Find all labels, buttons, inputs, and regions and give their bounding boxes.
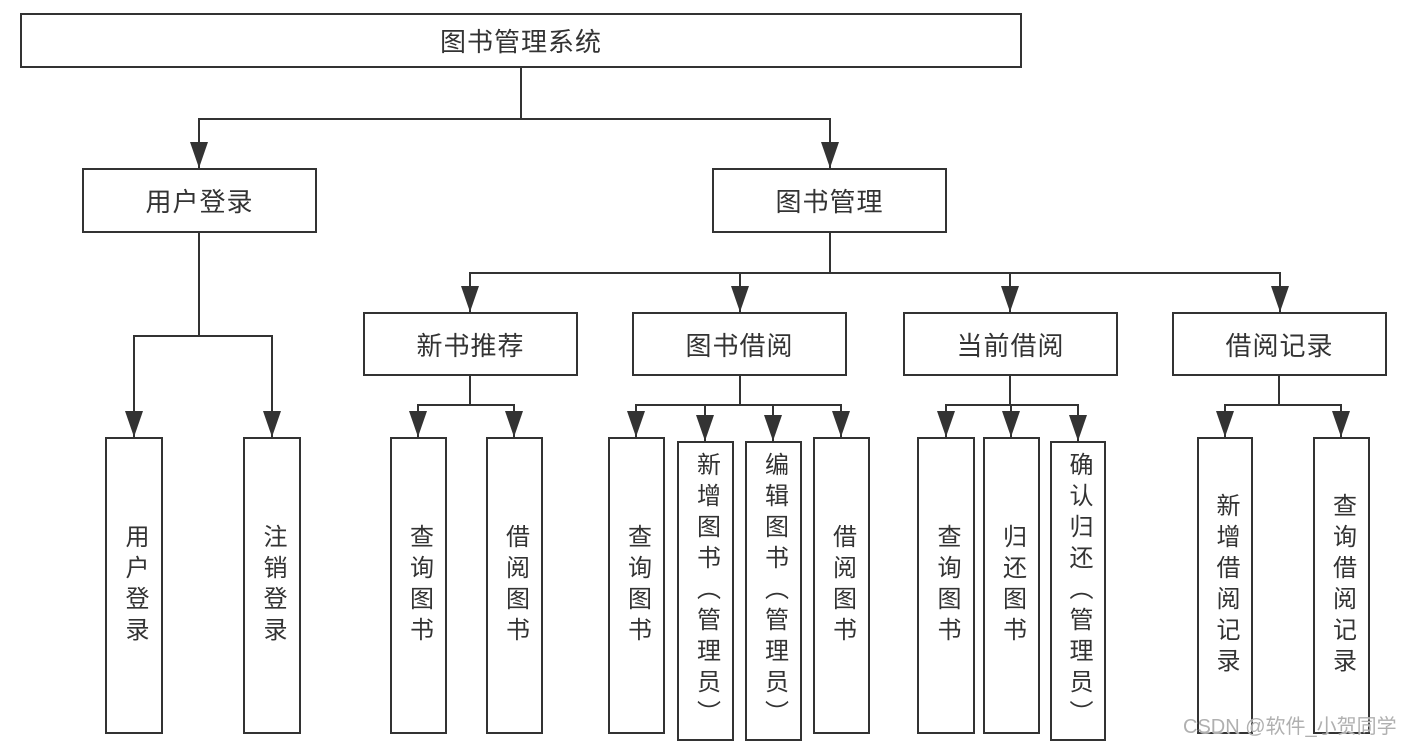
arrow-down-icon: [1069, 415, 1087, 441]
csdn-watermark: CSDN @软件_小贺同学: [1183, 716, 1397, 738]
connector-line: [198, 233, 200, 336]
arrow-down-icon: [696, 415, 714, 441]
arrow-down-icon: [1332, 411, 1350, 437]
leaf-label: 查询图书: [405, 523, 433, 648]
leaf-label: 确认归还（管理员）: [1065, 451, 1092, 731]
connector-line: [1009, 376, 1011, 406]
leaf-confirm-return-admin: 确认归还（管理员）: [1050, 441, 1106, 741]
arrow-down-icon: [1216, 411, 1234, 437]
leaf-edit-book-admin: 编辑图书（管理员）: [745, 441, 802, 741]
arrow-down-icon: [627, 411, 645, 437]
leaf-label: 注销登录: [259, 523, 286, 648]
arrow-down-icon: [190, 142, 208, 168]
leaf-query-books: 查询图书: [608, 437, 665, 734]
arrow-down-icon: [461, 286, 479, 312]
connector-line: [469, 272, 1281, 274]
connector-line: [635, 404, 842, 406]
node-book-management-system: 图书管理系统: [20, 13, 1022, 68]
leaf-query-books: 查询图书: [390, 437, 447, 734]
connector-line: [829, 233, 831, 274]
arrow-down-icon: [1002, 411, 1020, 437]
leaf-label: 查询图书: [933, 523, 960, 648]
connector-line: [133, 335, 135, 437]
leaf-label: 借阅图书: [501, 523, 529, 648]
leaf-add-borrow-record: 新增借阅记录: [1197, 437, 1253, 734]
connector-line: [1278, 376, 1280, 406]
leaf-label: 归还图书: [998, 523, 1026, 648]
leaf-label: 查询图书: [623, 523, 651, 648]
leaf-user-login: 用户登录: [105, 437, 163, 734]
arrow-down-icon: [1001, 286, 1019, 312]
arrow-down-icon: [764, 415, 782, 441]
node-book-borrowing: 图书借阅: [632, 312, 847, 376]
node-label: 当前借阅: [956, 330, 1065, 361]
node-label: 图书借阅: [685, 330, 794, 361]
node-current-borrowing: 当前借阅: [903, 312, 1118, 376]
leaf-query-borrow-record: 查询借阅记录: [1313, 437, 1370, 734]
leaf-borrow-books: 借阅图书: [813, 437, 870, 734]
node-new-book-recommendation: 新书推荐: [363, 312, 578, 376]
connector-line: [271, 335, 273, 437]
connector-line: [133, 335, 273, 337]
arrow-down-icon: [505, 411, 523, 437]
node-label: 借阅记录: [1225, 330, 1334, 361]
connector-line: [417, 404, 515, 406]
leaf-logout: 注销登录: [243, 437, 301, 734]
node-book-management: 图书管理: [712, 168, 947, 233]
arrow-down-icon: [821, 142, 839, 168]
connector-line: [469, 375, 471, 406]
node-borrowing-records: 借阅记录: [1172, 312, 1387, 376]
arrow-down-icon: [832, 411, 850, 437]
leaf-label: 用户登录: [121, 523, 148, 648]
leaf-add-book-admin: 新增图书（管理员）: [677, 441, 734, 741]
leaf-label: 新增借阅记录: [1212, 492, 1239, 679]
connector-line: [198, 118, 831, 120]
connector-line: [945, 404, 1079, 406]
node-user-login: 用户登录: [82, 168, 317, 233]
leaf-label: 新增图书（管理员）: [692, 451, 720, 731]
connector-line: [1224, 404, 1342, 406]
leaf-return-books: 归还图书: [983, 437, 1040, 734]
connector-line: [520, 68, 522, 119]
leaf-label: 借阅图书: [828, 523, 856, 648]
arrow-down-icon: [1271, 286, 1289, 312]
arrow-down-icon: [937, 411, 955, 437]
leaf-label: 查询借阅记录: [1328, 492, 1356, 679]
node-label: 新书推荐: [416, 330, 525, 361]
node-label: 图书管理系统: [439, 27, 602, 57]
arrow-down-icon: [125, 411, 143, 437]
leaf-borrow-books: 借阅图书: [486, 437, 543, 734]
leaf-query-books: 查询图书: [917, 437, 975, 734]
arrow-down-icon: [263, 411, 281, 437]
arrow-down-icon: [409, 411, 427, 437]
connector-line: [739, 376, 741, 406]
arrow-down-icon: [731, 286, 749, 312]
node-label: 用户登录: [145, 187, 254, 217]
leaf-label: 编辑图书（管理员）: [760, 451, 788, 731]
node-label: 图书管理: [775, 187, 884, 217]
